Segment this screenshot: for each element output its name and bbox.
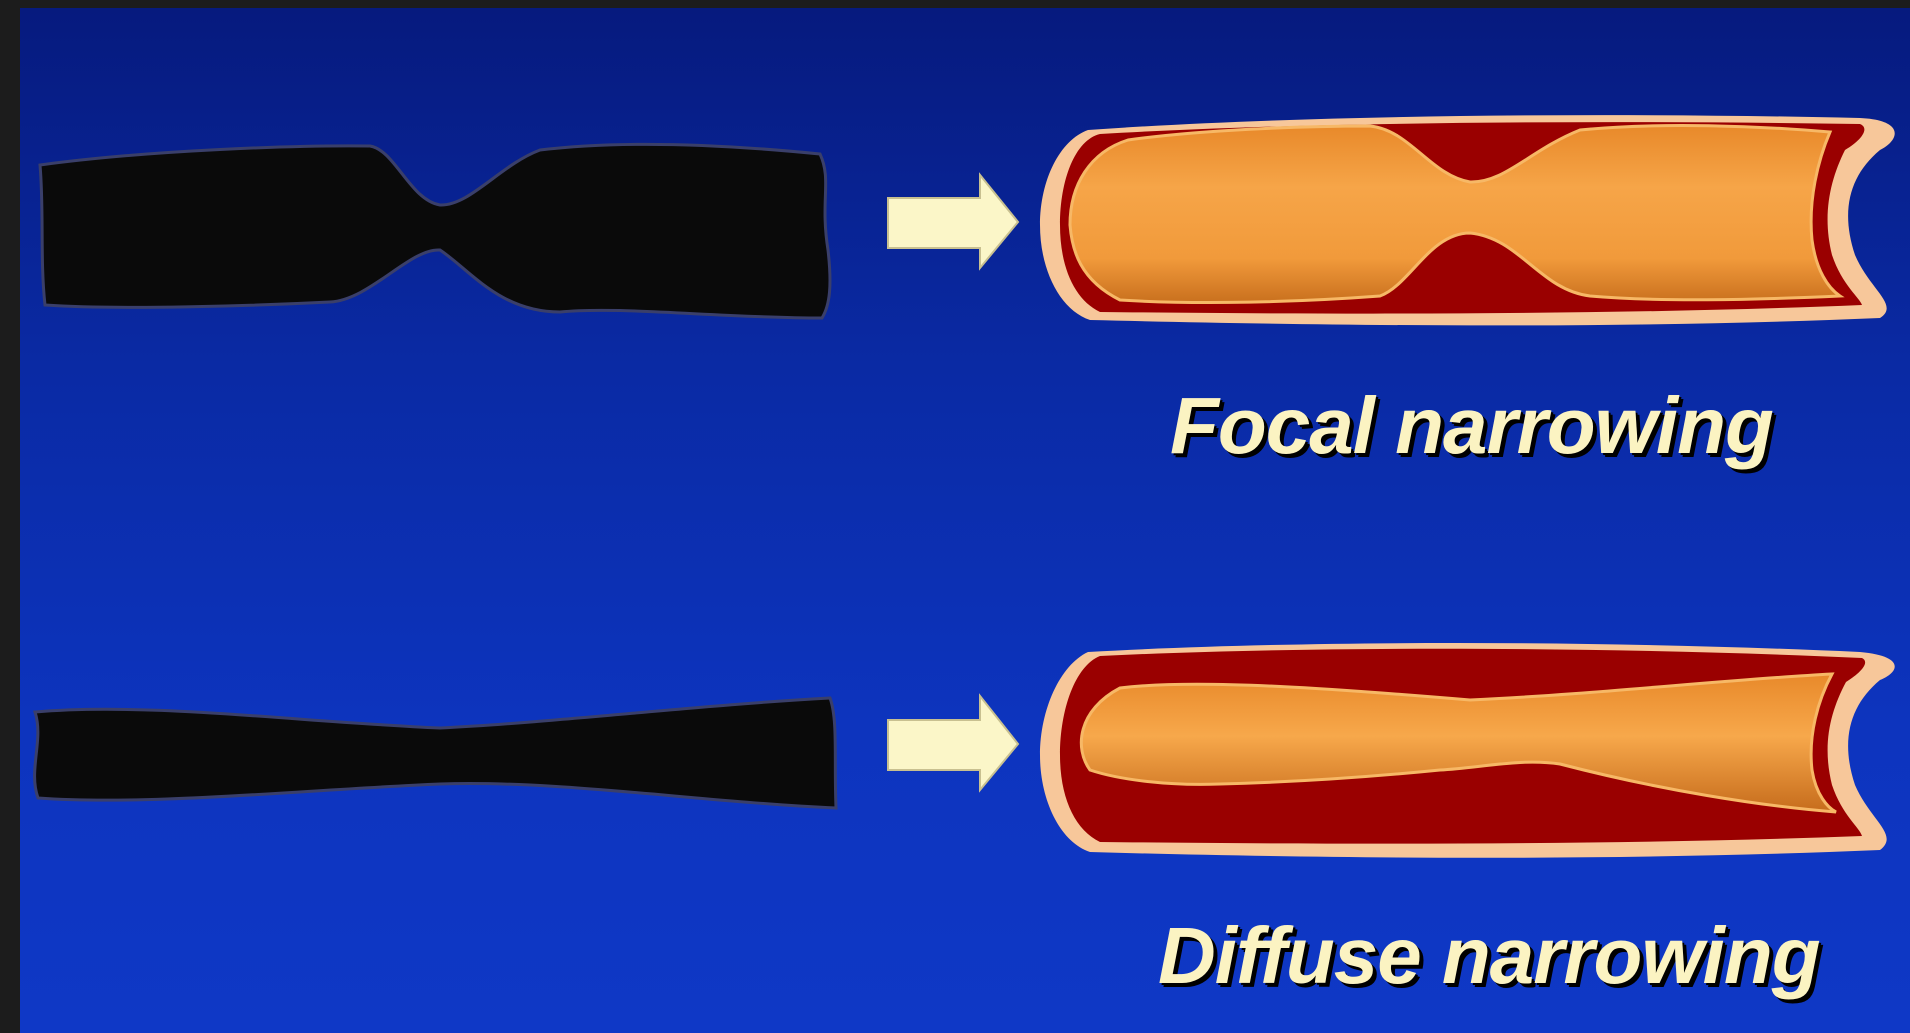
right-arrow-icon: [888, 175, 1018, 268]
angiogram-focal-silhouette: [40, 144, 830, 318]
angiogram-diffuse-silhouette: [35, 698, 836, 808]
vessel-focal-diagram: [1040, 115, 1895, 325]
caption-diffuse-narrowing: Diffuse narrowing: [1158, 910, 1820, 1002]
right-arrow-icon: [888, 696, 1018, 790]
vessel-diffuse-diagram: [1040, 643, 1895, 858]
caption-focal-narrowing: Focal narrowing: [1170, 380, 1773, 472]
